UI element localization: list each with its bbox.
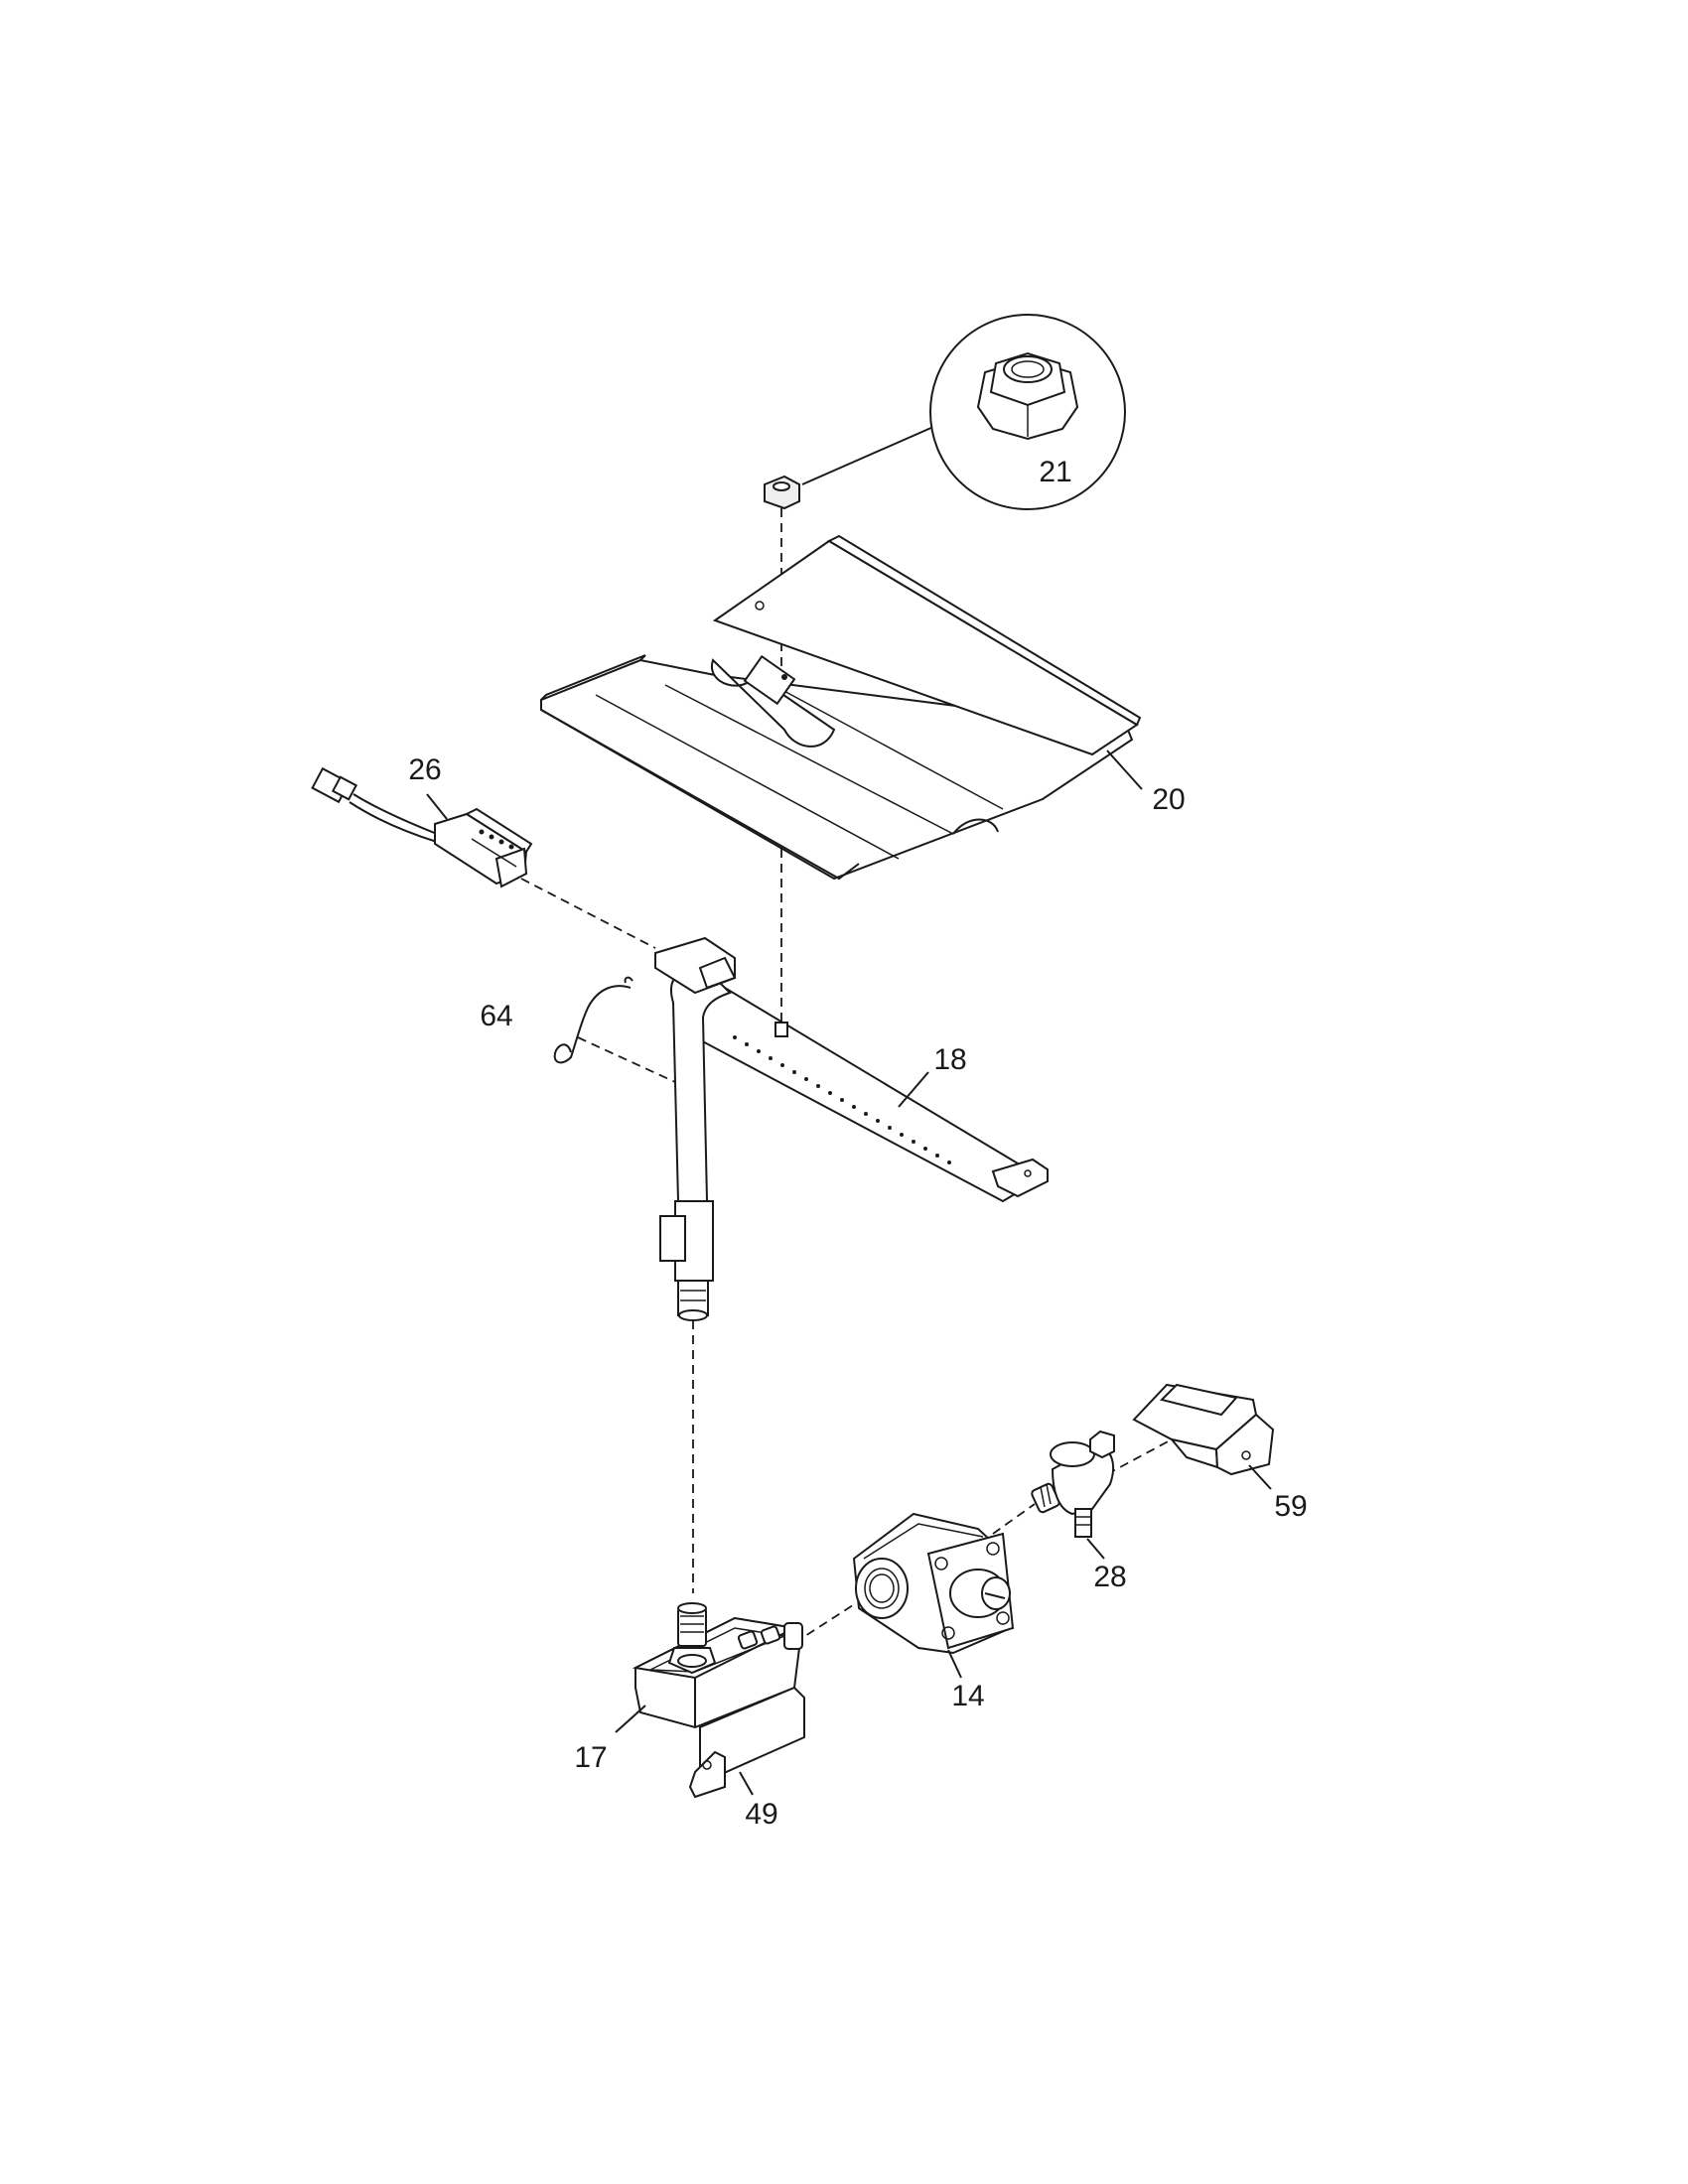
bracket-icon bbox=[688, 1686, 805, 1799]
mounting-bracket-icon bbox=[1132, 1383, 1275, 1476]
part-label-49: 49 bbox=[745, 1798, 777, 1831]
broil-burner-tube-icon bbox=[654, 936, 1049, 1321]
part-label-18: 18 bbox=[933, 1043, 966, 1076]
leader-17 bbox=[615, 1705, 646, 1733]
orifice-holder-icon bbox=[632, 1602, 803, 1729]
igniter-icon bbox=[311, 766, 533, 888]
leader-28 bbox=[1086, 1538, 1105, 1560]
leader-49 bbox=[739, 1771, 754, 1796]
part-label-14: 14 bbox=[951, 1680, 984, 1712]
assembly-line-bracket bbox=[1106, 1438, 1173, 1475]
leader-20 bbox=[1106, 750, 1143, 790]
assembly-line-valve bbox=[793, 1602, 857, 1644]
part-label-17: 17 bbox=[574, 1741, 607, 1774]
leader-18 bbox=[898, 1071, 929, 1108]
assembly-line-igniter bbox=[520, 878, 656, 949]
elbow-fitting-icon bbox=[1031, 1430, 1115, 1538]
part-label-64: 64 bbox=[480, 1000, 512, 1032]
part-label-20: 20 bbox=[1152, 783, 1185, 816]
part-label-59: 59 bbox=[1274, 1490, 1307, 1523]
leader-59 bbox=[1248, 1464, 1272, 1490]
assembly-line-clip bbox=[577, 1036, 676, 1083]
leader-14 bbox=[947, 1649, 962, 1679]
part-label-26: 26 bbox=[408, 753, 441, 786]
broil-burner-baffle-icon bbox=[540, 534, 1142, 881]
part-label-21: 21 bbox=[1039, 456, 1071, 488]
assembly-line-elbow bbox=[992, 1503, 1036, 1535]
flange-nut-icon bbox=[764, 314, 1126, 510]
part-label-28: 28 bbox=[1093, 1561, 1126, 1593]
leader-26 bbox=[426, 793, 448, 820]
gas-valve-icon bbox=[852, 1512, 1015, 1655]
wire-clip-icon bbox=[553, 976, 633, 1064]
